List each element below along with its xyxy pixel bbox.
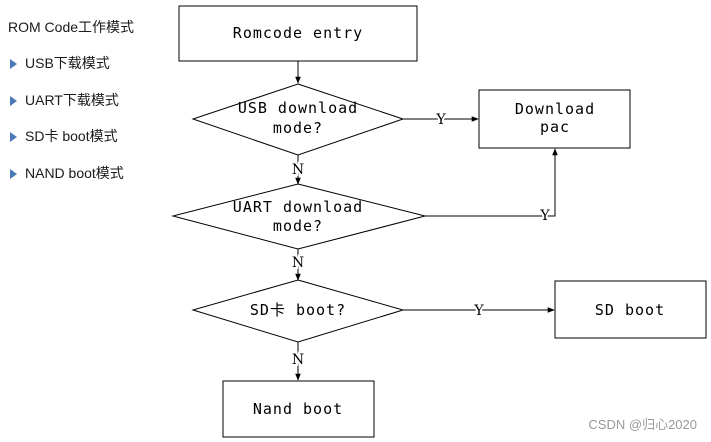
uart-no-label: N (292, 255, 304, 271)
mode-list: ROM Code工作模式 USB下载模式 UART下载模式 SD卡 boot模式… (0, 0, 170, 200)
start-label: Romcode entry (233, 24, 363, 42)
sd-boot-label: SD boot (595, 301, 665, 319)
usb-decision-line1: USB download (238, 99, 358, 117)
download-label-line2: pac (540, 118, 570, 136)
sd-yes-label: Y (473, 303, 484, 319)
sd-boot-box (554, 280, 707, 339)
bullet-icon (10, 132, 17, 142)
watermark: CSDN @归心2020 (588, 417, 697, 432)
nand-boot-box (222, 380, 375, 438)
bullet-icon (10, 96, 17, 106)
uart-yes-label: Y (539, 208, 550, 224)
mode-item-label: USB下载模式 (25, 55, 110, 71)
bullet-icon (10, 169, 17, 179)
mode-item-label: NAND boot模式 (25, 165, 124, 181)
nand-boot-label: Nand boot (253, 400, 343, 418)
uart-decision-line1: UART download (233, 198, 363, 216)
mode-item-label: SD卡 boot模式 (25, 128, 118, 144)
usb-yes-label: Y (435, 112, 446, 128)
usb-no-label: N (292, 162, 304, 178)
download-label-line1: Download (515, 100, 595, 118)
bullet-icon (10, 59, 17, 69)
mode-item-usb: USB下载模式 (10, 53, 110, 73)
usb-decision-line2: mode? (273, 119, 323, 137)
mode-item-label: UART下载模式 (25, 92, 119, 108)
mode-item-uart: UART下载模式 (10, 90, 119, 110)
sd-decision-label: SD卡 boot? (250, 301, 346, 319)
mode-item-nand: NAND boot模式 (10, 163, 124, 183)
sd-no-label: N (292, 352, 304, 368)
uart-decision-line2: mode? (273, 217, 323, 235)
download-box (478, 89, 631, 149)
mode-list-title: ROM Code工作模式 (8, 19, 135, 35)
connector-uart-yes (425, 148, 558, 217)
mode-item-sd: SD卡 boot模式 (10, 126, 118, 146)
